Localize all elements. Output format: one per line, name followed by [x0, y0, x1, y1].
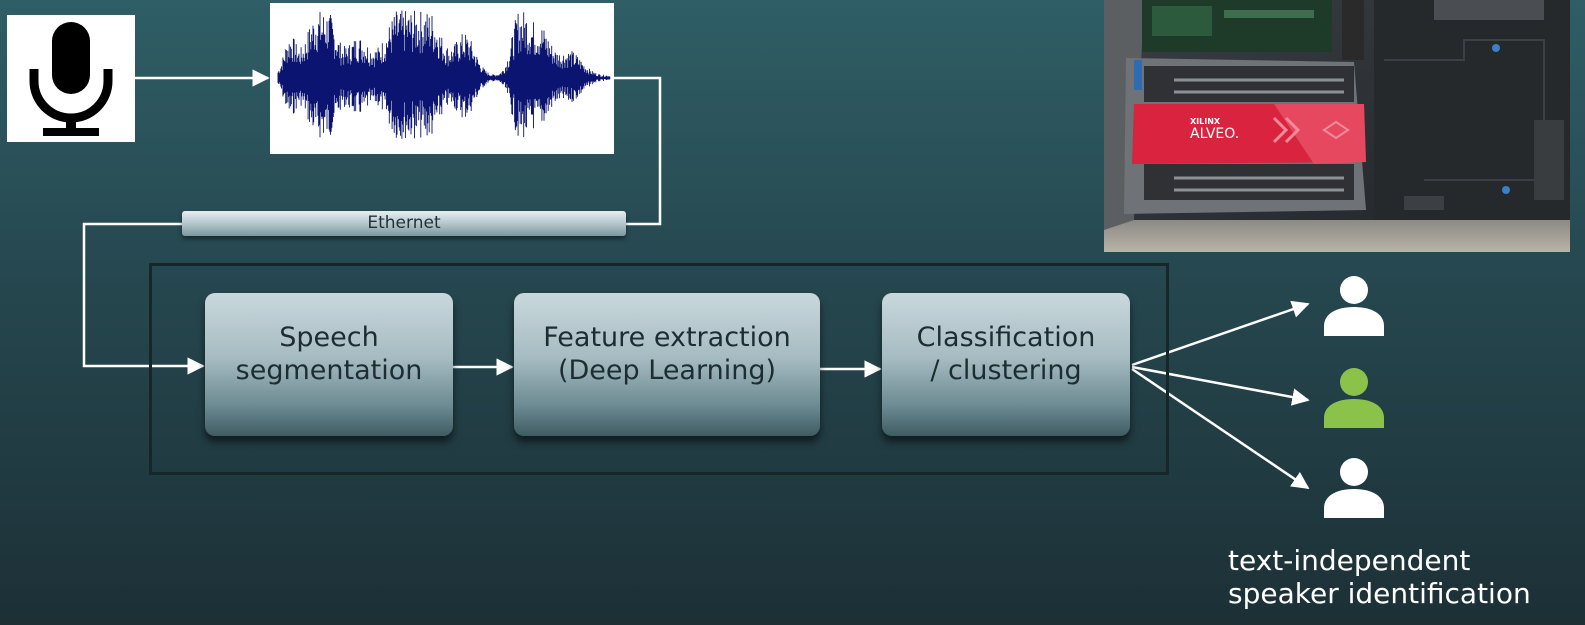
arrow-to-speaker-1	[1131, 300, 1310, 367]
fpga-card-photo: XILINX ALVEO.	[1104, 0, 1570, 252]
photo-brand-small: XILINX	[1190, 117, 1221, 126]
stage-label-line1: Classification	[916, 321, 1096, 353]
stage-label-line1: Speech	[279, 321, 379, 353]
speaker-3-person-icon	[1324, 458, 1384, 518]
stage-classification: Classification / clustering	[882, 293, 1130, 436]
photo-brand: ALVEO.	[1190, 126, 1239, 142]
caption-line2: speaker identification	[1228, 577, 1531, 610]
stage-label-line2: (Deep Learning)	[557, 354, 777, 386]
speaker-1-person-icon	[1324, 276, 1384, 336]
speaker-2-person-icon	[1324, 368, 1384, 428]
microphone-image	[7, 15, 135, 142]
speaker-identification-caption: text-independent speaker identification	[1228, 544, 1578, 610]
ethernet-bar: Ethernet	[182, 211, 626, 236]
microphone-icon	[29, 22, 113, 136]
waveform-graphic	[277, 10, 611, 139]
arrow-ethernet-to-segmentation	[82, 222, 205, 375]
waveform-trace	[277, 10, 611, 139]
caption-line1: text-independent	[1228, 544, 1471, 577]
stage-label-line2: segmentation	[235, 354, 423, 386]
stage-label-line1: Feature extraction	[543, 321, 791, 353]
stage-feature-extraction: Feature extraction (Deep Learning)	[514, 293, 820, 436]
stage-label-line2: / clustering	[930, 354, 1082, 386]
stage-speech-segmentation: Speech segmentation	[205, 293, 453, 436]
arrow-to-speaker-3	[1131, 367, 1310, 490]
server-chassis-graphic: XILINX ALVEO.	[1104, 0, 1570, 252]
ethernet-label: Ethernet	[367, 213, 441, 233]
arrow-to-speaker-2	[1131, 365, 1310, 406]
audio-waveform-image	[270, 3, 614, 154]
processing-pipeline-frame	[149, 263, 1169, 475]
wire-waveform-to-ethernet	[614, 76, 662, 226]
